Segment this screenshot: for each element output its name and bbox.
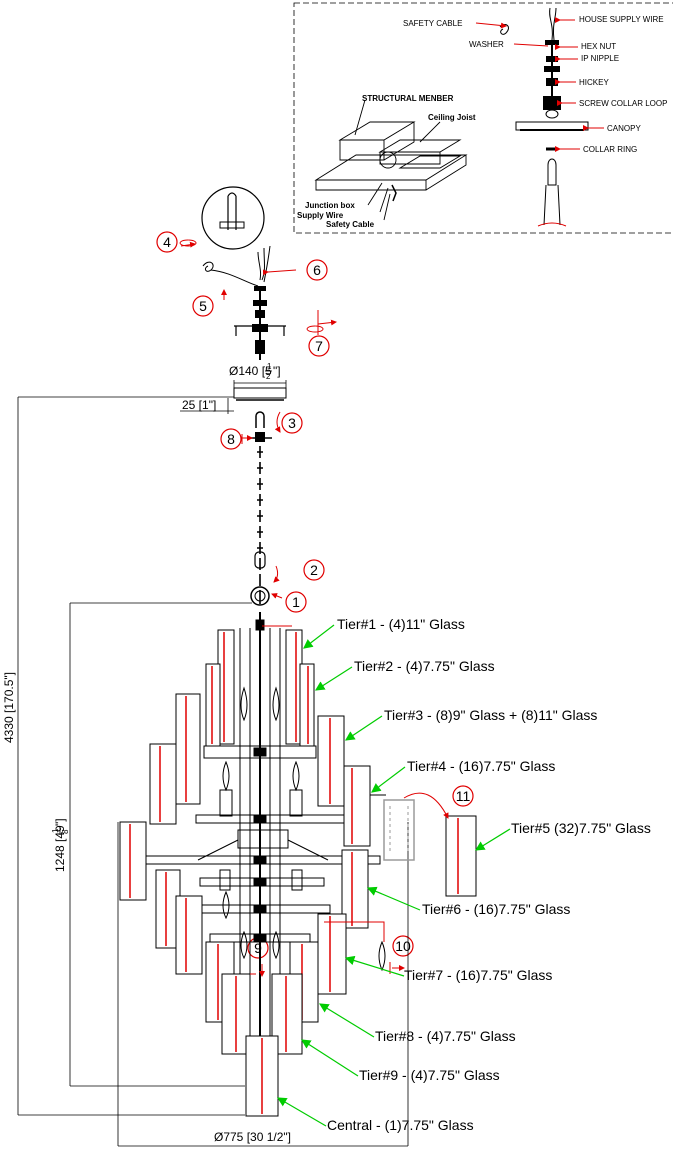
svg-text:1: 1: [292, 594, 300, 610]
step-11: 11: [452, 785, 474, 807]
svg-text:4: 4: [163, 234, 171, 250]
ghost-mount: [383, 799, 415, 861]
canopy-diameter-frac-num: 1: [267, 362, 272, 371]
canopy-diameter-dim: Ø140 [5: [229, 364, 272, 378]
tier-7-label: Tier#7 - (16)7.75" Glass: [404, 967, 552, 983]
bulbs: [219, 686, 303, 960]
canopy-height-dim: 25 [1"]: [182, 398, 216, 412]
tier-8-label: Tier#8 - (4)7.75" Glass: [375, 1028, 516, 1044]
tier-2-label: Tier#2 - (4)7.75" Glass: [354, 658, 495, 674]
inset-border: [293, 2, 673, 234]
tier-6-label: Tier#6 - (16)7.75" Glass: [422, 901, 570, 917]
canopy-label: CANOPY: [607, 124, 641, 133]
ip-nipple-label: IP NIPPLE: [581, 54, 619, 63]
step-10: 10: [392, 935, 414, 957]
step-arrows: [179, 239, 337, 599]
step-6: 6: [306, 259, 328, 281]
canopy-shape: [233, 387, 287, 399]
body-action-arrows: [250, 792, 449, 977]
inset-leaders: [475, 17, 604, 152]
collar-ring-label: COLLAR RING: [583, 145, 637, 154]
svg-text:10: 10: [395, 938, 411, 954]
exploded-parts: [499, 7, 589, 227]
tier-leaders: [276, 624, 511, 1127]
step-4: 4: [156, 231, 178, 253]
svg-text:7: 7: [315, 338, 323, 354]
screw-collar-loop-label: SCREW COLLAR LOOP: [579, 99, 667, 108]
washer-label: WASHER: [469, 40, 504, 49]
central-label: Central - (1)7.75" Glass: [327, 1117, 474, 1133]
detail-magnifier: [201, 186, 265, 250]
svg-text:11: 11: [456, 788, 471, 804]
safety-cable-label: SAFETY CABLE: [403, 19, 462, 28]
step-3: 3: [281, 412, 303, 434]
chain: [257, 446, 263, 604]
svg-text:8: 8: [227, 431, 235, 447]
tier5-glass-exploded: [445, 815, 477, 897]
junction-box-label: Junction box: [305, 201, 355, 210]
canopy-hardware: [201, 186, 287, 606]
step-5: 5: [192, 295, 214, 317]
canopy-diameter-frac-den: 2: [266, 372, 271, 381]
tier-5-label: Tier#5 (32)7.75" Glass: [511, 820, 651, 836]
house-supply-wire-label: HOUSE SUPPLY WIRE: [579, 15, 664, 24]
tier-4-label: Tier#4 - (16)7.75" Glass: [407, 758, 555, 774]
svg-text:8: 8: [61, 829, 70, 834]
tier-3-label: Tier#3 - (8)9" Glass + (8)11" Glass: [384, 707, 597, 723]
chandelier-body: [119, 612, 477, 1117]
svg-text:5: 5: [199, 298, 207, 314]
ceiling-joist-label: Ceiling Joist: [428, 113, 476, 122]
mounting-detail-inset: SAFETY CABLE HOUSE SUPPLY WIRE WASHER HE…: [293, 2, 673, 234]
svg-text:3: 3: [288, 415, 296, 431]
ceiling-joist-isometric: [314, 99, 468, 221]
svg-text:2: 2: [310, 562, 318, 578]
step-1: 1: [285, 591, 307, 613]
supply-wire-label: Supply Wire: [297, 211, 344, 220]
hex-nut-label: HEX NUT: [581, 42, 616, 51]
top-ring: [250, 586, 270, 606]
canopy-diameter-end: "]: [273, 364, 281, 378]
svg-text:9: 9: [254, 940, 262, 956]
fixture-height-dim: 1248 [49 1 8 "]: [51, 818, 70, 872]
tier-9-label: Tier#9 - (4)7.75" Glass: [359, 1067, 500, 1083]
tier-1-label: Tier#1 - (4)11" Glass: [337, 616, 465, 632]
svg-text:6: 6: [313, 262, 321, 278]
structural-member-label: STRUCTURAL MENBER: [362, 94, 454, 103]
svg-text:1: 1: [51, 828, 60, 833]
hickey-label: HICKEY: [579, 78, 609, 87]
step-7: 7: [308, 335, 330, 357]
glass-tubes: [119, 629, 477, 1117]
svg-text:1248 [49: 1248 [49: [53, 825, 67, 872]
dimension-lines: Ø140 [5 1 2 "] 25 [1"] 4330 [170.5"] 124…: [2, 362, 409, 1147]
safety-cable-2-label: Safety Cable: [326, 220, 375, 229]
overall-height-dim: 4330 [170.5"]: [2, 672, 16, 743]
fixture-diameter-dim: Ø775 [30 1/2"]: [214, 1130, 291, 1144]
step-callouts: 1 2 3 4 5 6 7 8 9 10 11: [156, 231, 474, 959]
step-8: 8: [220, 428, 242, 450]
tier-labels: Tier#1 - (4)11" Glass Tier#2 - (4)7.75" …: [327, 616, 651, 1133]
step-2: 2: [303, 559, 325, 581]
svg-text:"]: "]: [53, 818, 67, 826]
